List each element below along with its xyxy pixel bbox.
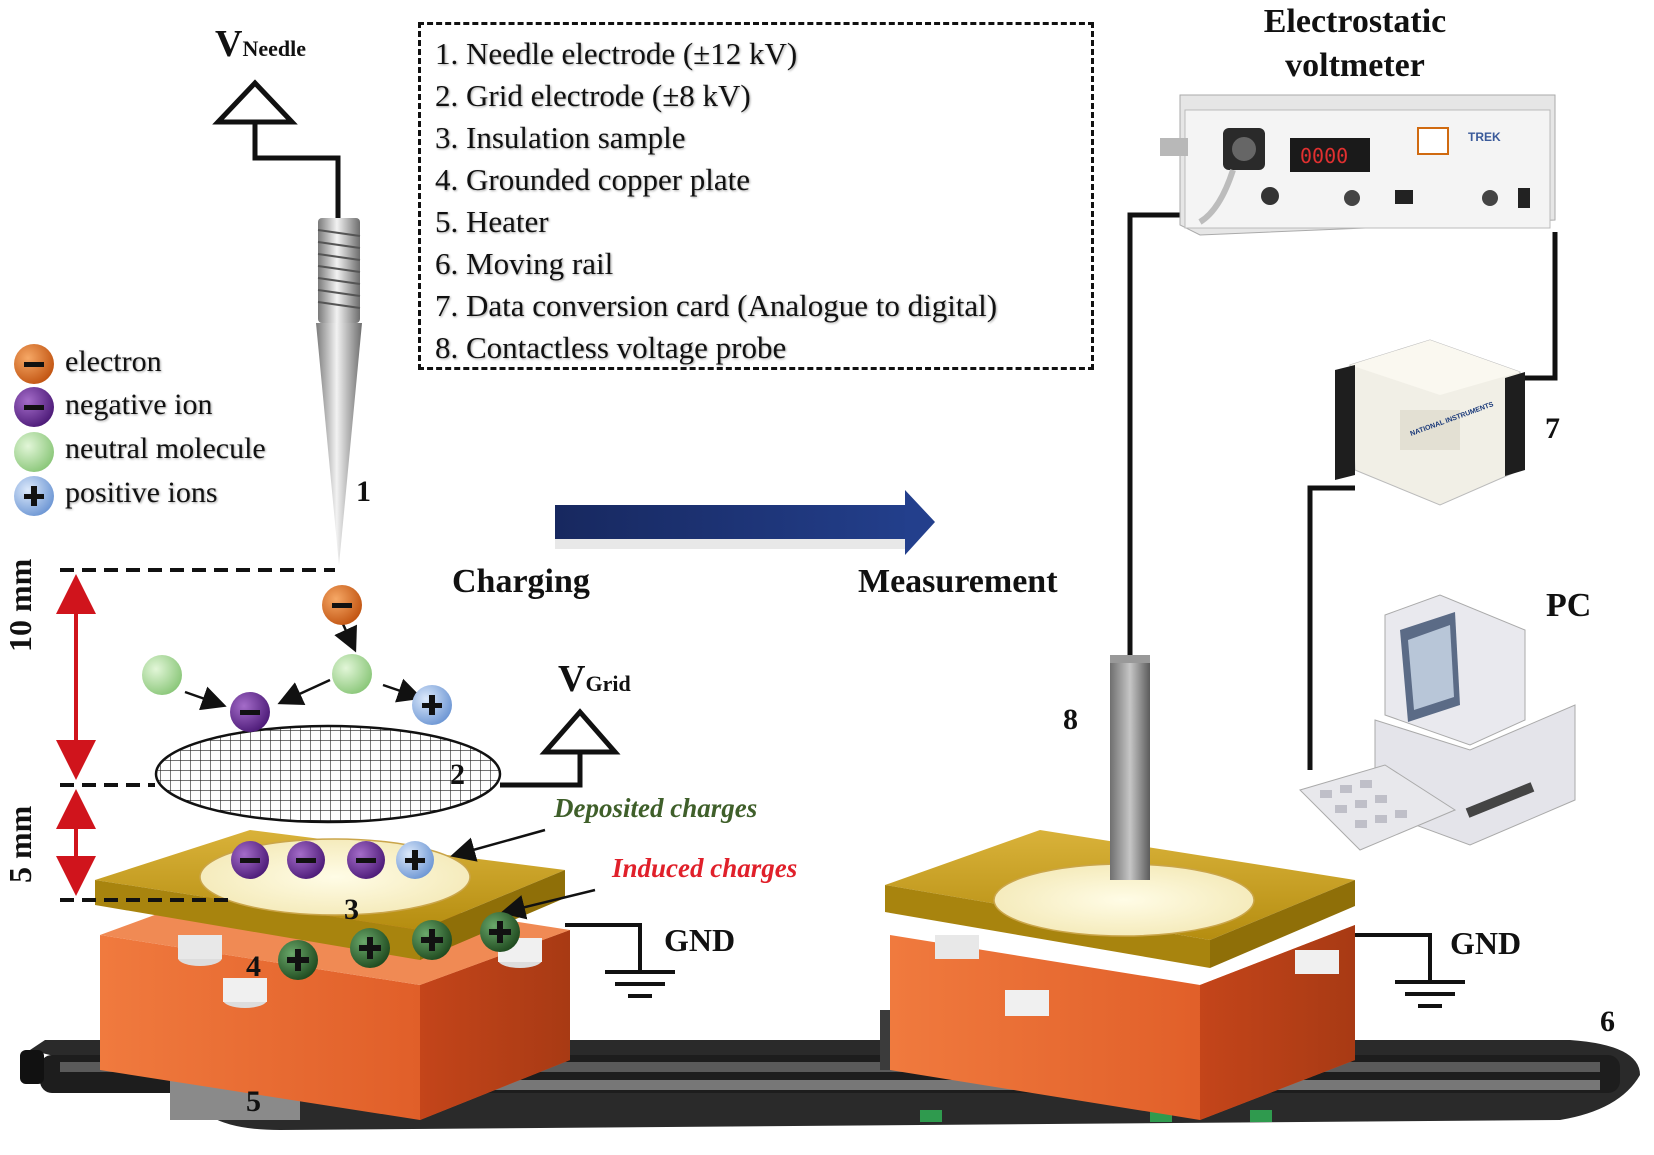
data-conversion-card bbox=[1335, 339, 1525, 506]
number-6: 6 bbox=[1600, 1005, 1615, 1038]
measurement-label: Measurement bbox=[858, 563, 1058, 600]
v-grid-label: VGrid bbox=[558, 658, 631, 700]
voltmeter-brand: TREK bbox=[1468, 130, 1501, 144]
key-electron: electron bbox=[65, 345, 162, 378]
grid-voltage-source-triangle bbox=[539, 708, 621, 755]
legend-item: 2. Grid electrode (±8 kV) bbox=[435, 78, 751, 113]
number-8: 8 bbox=[1063, 703, 1078, 736]
contactless-voltage-probe bbox=[1110, 212, 1200, 880]
induced-charges bbox=[278, 912, 520, 980]
voltmeter-display bbox=[1290, 138, 1370, 172]
needle-voltage-source-triangle bbox=[212, 79, 298, 125]
legend-item: 8. Contactless voltage probe bbox=[435, 330, 787, 365]
particle-motion-arrows bbox=[184, 621, 596, 920]
component-legend: 1. Needle electrode (±12 kV) 2. Grid ele… bbox=[418, 22, 1094, 370]
gap-5mm-label: 5 mm bbox=[2, 805, 38, 883]
charging-to-measurement-arrow bbox=[555, 490, 935, 555]
gnd-right-label: GND bbox=[1450, 925, 1522, 961]
particle-key-icons bbox=[14, 344, 54, 516]
legend-item: 6. Moving rail bbox=[435, 246, 614, 281]
gnd-left-label: GND bbox=[664, 922, 736, 958]
key-positive-ions: positive ions bbox=[65, 476, 218, 509]
right-spacers bbox=[935, 935, 1339, 1016]
key-neutral-molecule: neutral molecule bbox=[65, 432, 266, 465]
legend-item: 4. Grounded copper plate bbox=[435, 162, 751, 197]
particles-space bbox=[142, 585, 452, 732]
deposited-charges-label: Deposited charges bbox=[554, 793, 758, 823]
left-ground-symbol bbox=[565, 923, 675, 998]
v-needle-label: VNeedle bbox=[215, 23, 306, 65]
pc-computer bbox=[1299, 594, 1576, 851]
legend-item: 7. Data conversion card (Analogue to dig… bbox=[435, 288, 998, 323]
number-7: 7 bbox=[1545, 412, 1560, 445]
charging-label: Charging bbox=[452, 563, 590, 600]
number-4: 4 bbox=[246, 950, 261, 983]
grid-electrode bbox=[154, 724, 502, 824]
deposited-charges bbox=[231, 841, 434, 879]
left-spacers bbox=[178, 935, 542, 1008]
right-ground-symbol bbox=[1355, 933, 1465, 1008]
neutral-molecule-key-icon bbox=[14, 432, 54, 472]
number-5: 5 bbox=[246, 1085, 261, 1118]
induced-charges-label: Induced charges bbox=[612, 853, 798, 883]
neutral-particle bbox=[142, 655, 182, 695]
neutral-particle bbox=[332, 654, 372, 694]
number-3: 3 bbox=[344, 893, 359, 926]
electrostatic-voltmeter bbox=[1160, 94, 1556, 236]
voltmeter-to-card-wire bbox=[1512, 232, 1558, 381]
legend-item: 5. Heater bbox=[435, 204, 549, 239]
gap-reference-lines bbox=[60, 568, 335, 902]
gap-10mm-label: 10 mm bbox=[2, 558, 38, 652]
voltmeter-title: Electrostatic voltmeter bbox=[1263, 3, 1447, 84]
number-2: 2 bbox=[450, 758, 465, 791]
needle-electrode bbox=[316, 218, 362, 565]
key-negative-ion: negative ion bbox=[65, 388, 213, 421]
legend-item: 3. Insulation sample bbox=[435, 120, 686, 155]
grid-wire bbox=[500, 752, 583, 788]
number-1: 1 bbox=[356, 475, 371, 508]
legend-item: 1. Needle electrode (±12 kV) bbox=[435, 36, 798, 71]
card-to-pc-wire bbox=[1307, 485, 1355, 770]
pc-label: PC bbox=[1546, 587, 1592, 624]
needle-wire bbox=[252, 122, 341, 220]
voltmeter-display-value: 0000 bbox=[1300, 144, 1349, 168]
